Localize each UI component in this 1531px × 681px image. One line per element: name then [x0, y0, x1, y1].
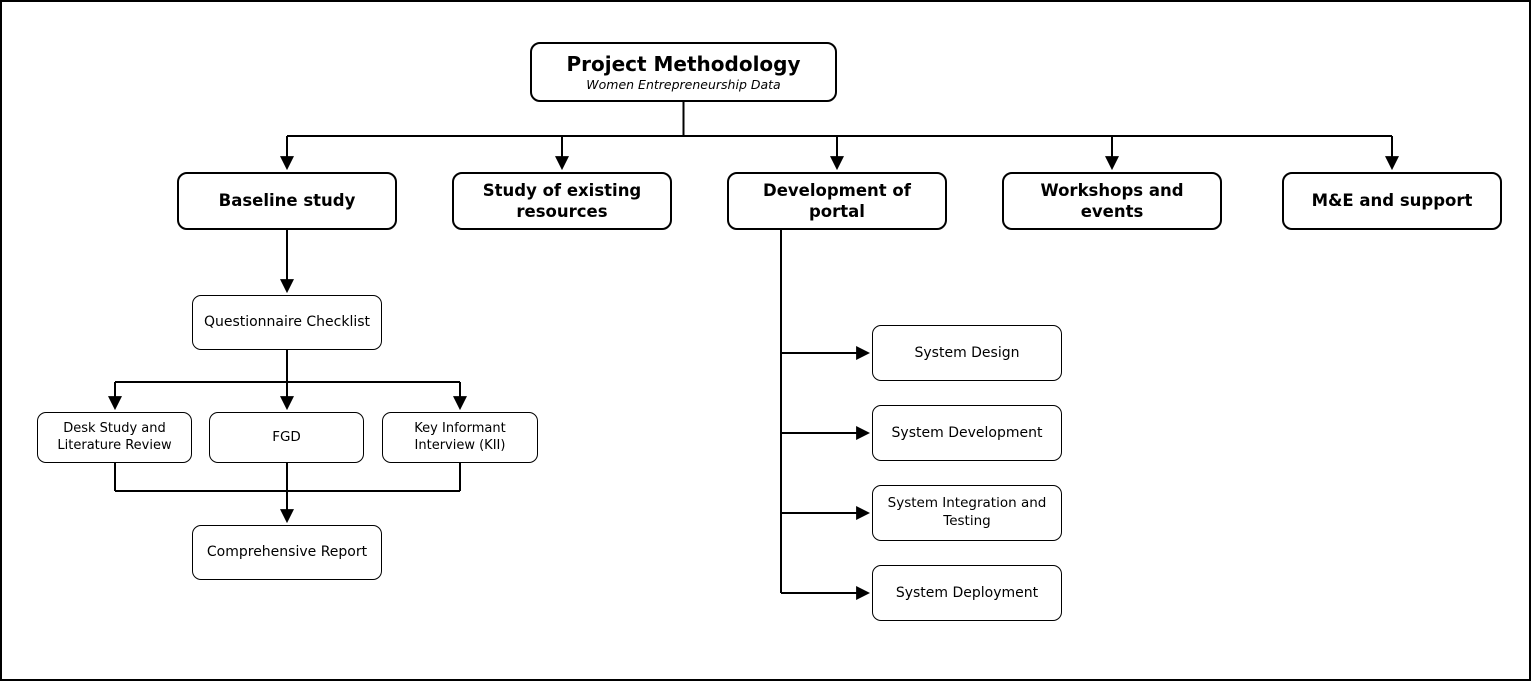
node-label: System Deployment	[895, 584, 1039, 601]
node-comprehensive-report: Comprehensive Report	[192, 525, 382, 580]
node-system-development: System Development	[872, 405, 1062, 461]
node-fgd: FGD	[209, 412, 364, 463]
node-desk-study-literature-review: Desk Study and Literature Review	[37, 412, 192, 463]
node-system-integration-testing: System Integration and Testing	[872, 485, 1062, 541]
node-label: Questionnaire Checklist	[203, 314, 371, 331]
node-label: M&E and support	[1311, 191, 1473, 211]
node-system-deployment: System Deployment	[872, 565, 1062, 621]
node-label: System Integration and Testing	[887, 495, 1047, 529]
node-key-informant-interview: Key Informant Interview (KII)	[382, 412, 538, 463]
node-label: FGD	[272, 428, 301, 445]
node-label: Baseline study	[218, 191, 356, 211]
node-workshops-and-events: Workshops and events	[1002, 172, 1222, 230]
diagram-title: Project Methodology	[566, 51, 801, 76]
node-label: Workshops and events	[1040, 180, 1184, 221]
node-label: System Design	[914, 344, 1020, 361]
node-study-existing-resources: Study of existing resources	[452, 172, 672, 230]
node-label: Development of portal	[763, 180, 911, 221]
node-project-methodology: Project Methodology Women Entrepreneursh…	[530, 42, 837, 102]
node-label: Comprehensive Report	[206, 544, 368, 561]
diagram-subtitle: Women Entrepreneurship Data	[586, 76, 781, 92]
node-me-and-support: M&E and support	[1282, 172, 1502, 230]
node-baseline-study: Baseline study	[177, 172, 397, 230]
node-label: Desk Study and Literature Review	[57, 420, 172, 453]
node-system-design: System Design	[872, 325, 1062, 381]
node-label: Study of existing resources	[482, 180, 642, 221]
node-development-of-portal: Development of portal	[727, 172, 947, 230]
node-label: System Development	[891, 424, 1043, 441]
node-questionnaire-checklist: Questionnaire Checklist	[192, 295, 382, 350]
node-label: Key Informant Interview (KII)	[414, 420, 506, 453]
